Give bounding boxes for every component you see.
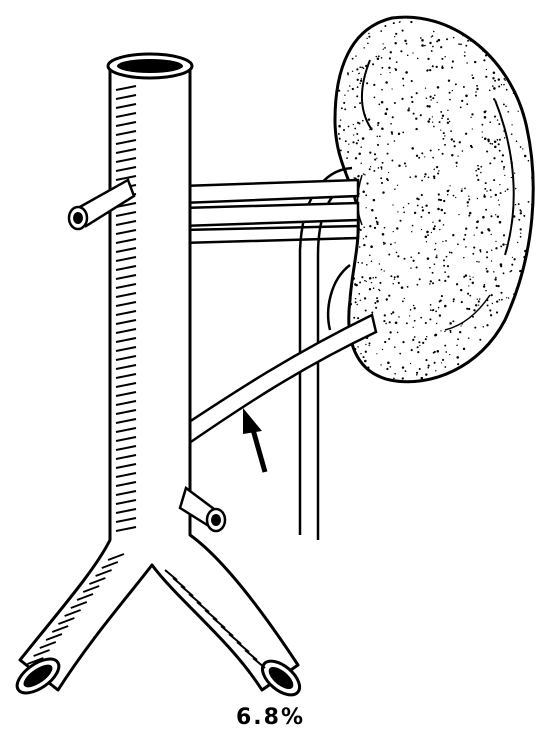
renal-vessels [182, 180, 358, 243]
accessory-renal-vessel [180, 315, 376, 448]
percentage-caption: 6.8% [0, 705, 541, 730]
arrow-indicator [243, 408, 265, 472]
